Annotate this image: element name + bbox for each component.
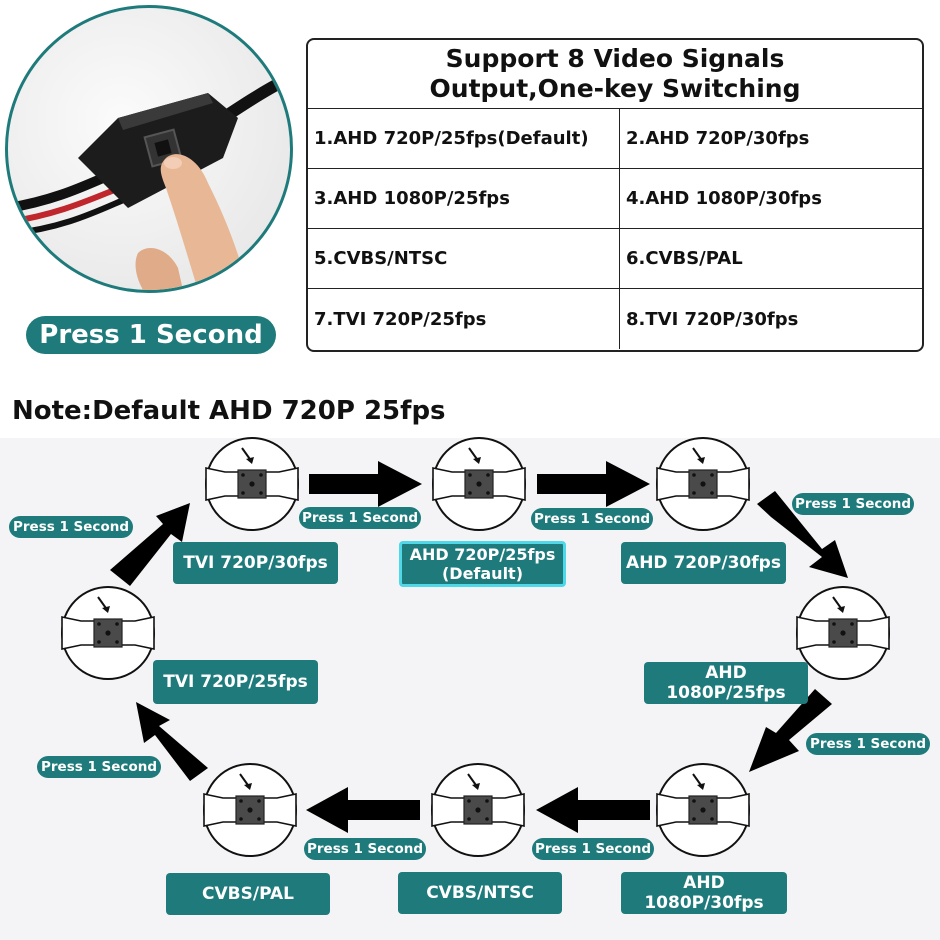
mode-label-ahd720-25-default: AHD 720P/25fps (Default) bbox=[399, 541, 566, 587]
press-one-second-label: Press 1 Second bbox=[304, 838, 426, 860]
arrow-1 bbox=[309, 461, 422, 507]
mode-label-tvi720-25: TVI 720P/25fps bbox=[153, 660, 318, 704]
table-cell: 4.AHD 1080P/30fps bbox=[620, 169, 922, 229]
press-one-second-label: Press 1 Second bbox=[9, 516, 133, 538]
push-button-icon bbox=[61, 586, 155, 680]
mode-label-cvbs-ntsc: CVBS/NTSC bbox=[398, 872, 562, 914]
push-button-icon bbox=[656, 437, 750, 531]
push-button-icon bbox=[431, 763, 525, 857]
push-button-icon bbox=[656, 763, 750, 857]
arrow-5 bbox=[536, 787, 650, 833]
push-button-icon bbox=[796, 586, 890, 680]
press-one-second-pill: Press 1 Second bbox=[26, 316, 276, 354]
table-cell: 7.TVI 720P/25fps bbox=[308, 289, 620, 349]
mode-label-ahd1080-25: AHD 1080P/25fps bbox=[644, 662, 808, 704]
table-title-line2: Output,One-key Switching bbox=[429, 74, 801, 103]
hand-pressing-button-icon bbox=[8, 72, 290, 290]
press-one-second-label: Press 1 Second bbox=[37, 756, 161, 778]
push-button-icon bbox=[432, 437, 526, 531]
arrow-7 bbox=[136, 702, 208, 781]
table-title: Support 8 Video Signals Output,One-key S… bbox=[308, 40, 922, 109]
push-button-icon bbox=[203, 763, 297, 857]
table-cell: 1.AHD 720P/25fps(Default) bbox=[308, 109, 620, 169]
table-cell: 2.AHD 720P/30fps bbox=[620, 109, 922, 169]
mode-label-ahd720-30: AHD 720P/30fps bbox=[621, 542, 786, 584]
arrow-4 bbox=[749, 689, 832, 772]
arrow-6 bbox=[306, 787, 420, 833]
press-one-second-label: Press 1 Second bbox=[532, 838, 654, 860]
arrow-3 bbox=[757, 491, 848, 578]
table-grid: 1.AHD 720P/25fps(Default) 2.AHD 720P/30f… bbox=[308, 109, 922, 349]
arrow-8 bbox=[110, 503, 190, 586]
button-press-photo bbox=[5, 5, 293, 293]
table-cell: 5.CVBS/NTSC bbox=[308, 229, 620, 289]
table-title-line1: Support 8 Video Signals bbox=[445, 44, 785, 73]
default-tag: (Default) bbox=[441, 564, 524, 583]
table-cell: 6.CVBS/PAL bbox=[620, 229, 922, 289]
default-note: Note:Default AHD 720P 25fps bbox=[12, 396, 446, 426]
press-one-second-label: Press 1 Second bbox=[806, 733, 930, 755]
table-cell: 8.TVI 720P/30fps bbox=[626, 308, 799, 330]
mode-label-tvi720-30: TVI 720P/30fps bbox=[173, 542, 338, 584]
press-one-second-label: Press 1 Second bbox=[299, 507, 421, 529]
push-button-icon bbox=[205, 437, 299, 531]
mode-label-ahd1080-30: AHD 1080P/30fps bbox=[621, 872, 787, 914]
table-cell: 3.AHD 1080P/25fps bbox=[308, 169, 620, 229]
mode-label-cvbs-pal: CVBS/PAL bbox=[166, 873, 330, 915]
arrow-2 bbox=[537, 461, 650, 507]
video-signal-table: Support 8 Video Signals Output,One-key S… bbox=[306, 38, 924, 352]
press-one-second-label: Press 1 Second bbox=[531, 508, 653, 530]
mode-label-text: AHD 720P/25fps bbox=[409, 545, 556, 564]
press-one-second-label: Press 1 Second bbox=[792, 493, 914, 515]
